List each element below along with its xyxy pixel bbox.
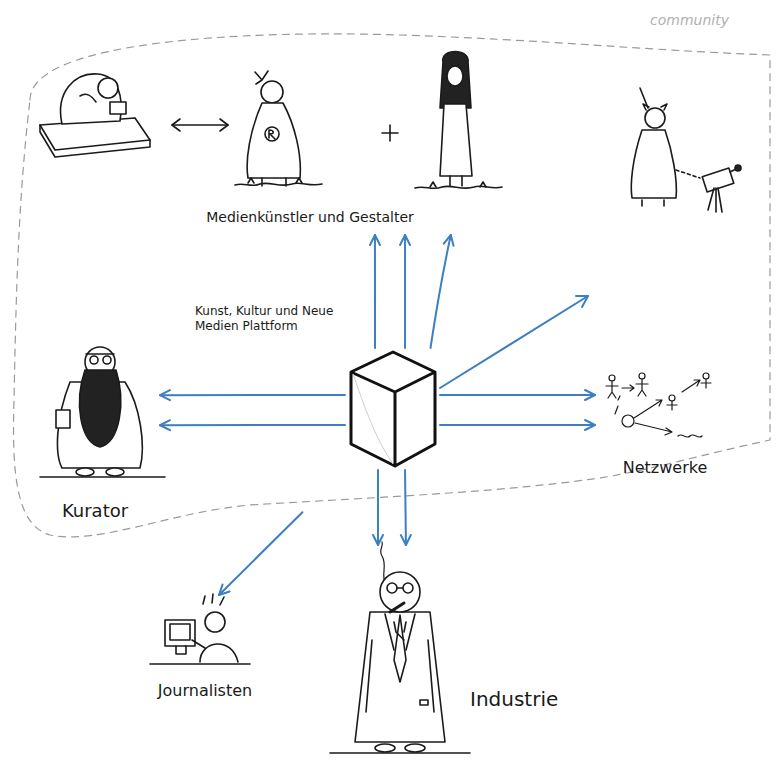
- connector-arrow: [431, 235, 454, 348]
- connector-line: [219, 512, 302, 595]
- artist-figure: [235, 71, 322, 186]
- network-sketch: [606, 373, 711, 437]
- connector-arrow: [440, 420, 595, 430]
- arrow-head: [160, 420, 170, 430]
- connector-line: [440, 424, 595, 426]
- curator-node: Kurator: [30, 335, 160, 523]
- node-label: Medienkünstler und Gestalter: [206, 209, 414, 225]
- node-label: Kurator: [62, 500, 128, 521]
- arrow-head: [444, 235, 454, 246]
- connector-line: [404, 470, 407, 545]
- connector-line: [160, 394, 345, 396]
- arrow-head: [400, 235, 410, 245]
- connector-arrow: [401, 470, 411, 545]
- connector-arrow: [400, 235, 410, 348]
- platform-cube: Kunst, Kultur und Neue Medien Plattform: [345, 348, 440, 470]
- arrow-head: [219, 584, 230, 595]
- connector-arrow: [219, 512, 302, 595]
- connector-line: [440, 394, 595, 396]
- arrow-head: [585, 390, 595, 400]
- community-outline: [14, 34, 770, 537]
- artist-group: Medienkünstler und Gestalter: [150, 80, 470, 235]
- arrow-head: [585, 420, 595, 430]
- connector-arrow: [160, 420, 345, 430]
- node-label: Netzwerke: [623, 458, 708, 477]
- node-label: Kunst, Kultur und Neue Medien Plattform: [195, 304, 335, 334]
- cube-shape: [345, 348, 440, 470]
- connector-arrow: [440, 390, 595, 400]
- connector-line: [374, 235, 376, 348]
- connector-line: [377, 470, 379, 545]
- plus-sign: [382, 125, 398, 141]
- arrow-head: [370, 235, 380, 245]
- industry-figure: [330, 542, 470, 753]
- arrow-head: [160, 390, 170, 400]
- connector-arrow: [160, 390, 345, 400]
- connector-line: [404, 235, 406, 348]
- designer-figure: [415, 52, 502, 189]
- resting-figure: [40, 74, 150, 157]
- camera-figure: [631, 88, 741, 212]
- node-label: Industrie: [470, 687, 558, 711]
- connector-arrow: [373, 470, 383, 545]
- node-label: community: [650, 12, 729, 28]
- connector-arrow: [370, 235, 380, 348]
- connector-line: [160, 424, 345, 426]
- arrow-head: [373, 535, 383, 545]
- arrow-head: [401, 535, 411, 545]
- journalist-node: Journalisten: [135, 595, 275, 705]
- outward-arrow: [440, 296, 588, 388]
- network-node: Netzwerke: [595, 360, 735, 485]
- curator-figure: [40, 347, 165, 477]
- community-region: communityMedienkünstler und GestalterKun…: [0, 0, 776, 545]
- double-arrow: [172, 119, 228, 131]
- connector-line: [431, 235, 451, 348]
- journalist-figure: [150, 594, 250, 664]
- industry-node: Industrie: [340, 545, 550, 760]
- node-label: Journalisten: [158, 681, 252, 700]
